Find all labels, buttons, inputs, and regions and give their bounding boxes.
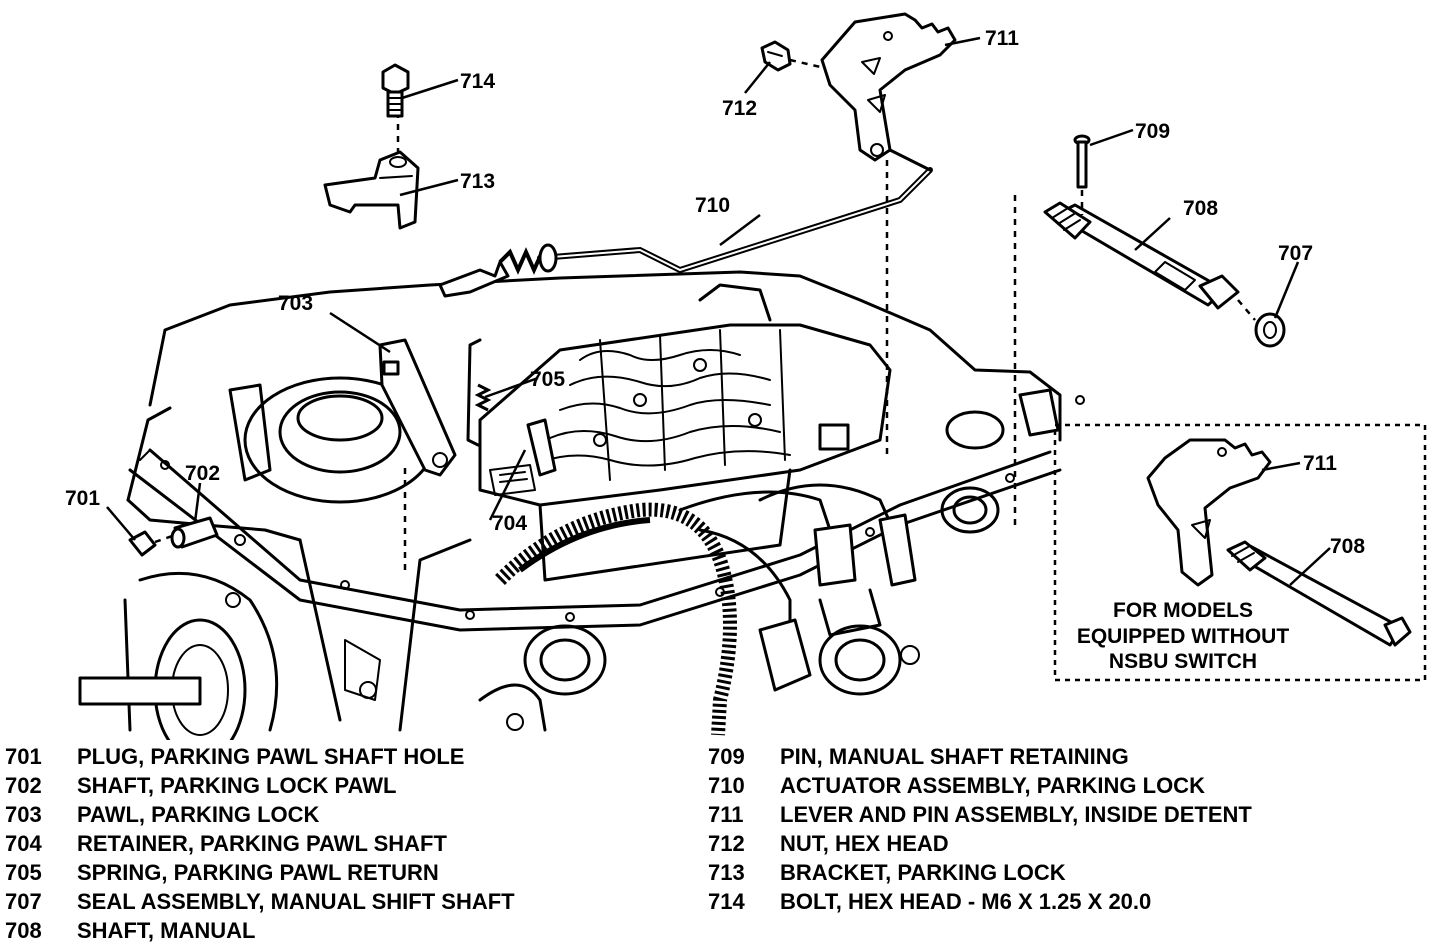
pan-flange: [128, 448, 1062, 632]
hex-head-bolt: [381, 63, 410, 118]
legend-row: 702 SHAFT, PARKING LOCK PAWL: [5, 771, 515, 800]
legend-part-description: SEAL ASSEMBLY, MANUAL SHIFT SHAFT: [77, 889, 515, 914]
legend-row: 707 SEAL ASSEMBLY, MANUAL SHIFT SHAFT: [5, 887, 515, 916]
legend-row: 714 BOLT, HEX HEAD - M6 X 1.25 X 20.0: [708, 887, 1252, 916]
legend-part-number: 702: [5, 773, 42, 798]
legend-part-description: NUT, HEX HEAD: [780, 831, 949, 856]
legend-part-description: PAWL, PARKING LOCK: [77, 802, 320, 827]
legend-part-description: SHAFT, PARKING LOCK PAWL: [77, 773, 397, 798]
legend-row: 703 PAWL, PARKING LOCK: [5, 800, 515, 829]
case-bores: [228, 376, 1085, 696]
pawl-shaft-retainer: [526, 418, 557, 477]
legend-part-description: RETAINER, PARKING PAWL SHAFT: [77, 831, 447, 856]
callout-709: 709: [1135, 120, 1170, 143]
callout-708-main: 708: [1183, 197, 1218, 220]
manual-shift-shaft-seal: [1254, 312, 1286, 348]
legend-row: 709 PIN, MANUAL SHAFT RETAINING: [708, 742, 1252, 771]
transmission-case: [78, 270, 1062, 740]
callout-710: 710: [695, 194, 730, 217]
callout-702: 702: [185, 462, 220, 485]
pawl-return-spring: [466, 338, 492, 447]
legend-part-description: LEVER AND PIN ASSEMBLY, INSIDE DETENT: [780, 802, 1252, 827]
manual-shaft: [1043, 201, 1240, 310]
inset-box: FOR MODELS EQUIPPED WITHOUT NSBU SWITCH: [1053, 423, 1427, 682]
legend-part-number: 704: [5, 831, 42, 856]
legend-part-description: PLUG, PARKING PAWL SHAFT HOLE: [77, 744, 465, 769]
legend-row: 710 ACTUATOR ASSEMBLY, PARKING LOCK: [708, 771, 1252, 800]
callout-714: 714: [460, 70, 495, 93]
legend-part-description: SHAFT, MANUAL: [77, 918, 256, 943]
legend-right-column: 709 PIN, MANUAL SHAFT RETAINING 710 ACTUATO…: [708, 742, 1252, 916]
legend-row: 711 LEVER AND PIN ASSEMBLY, INSIDE DETENT: [708, 800, 1252, 829]
inside-detent-lever: [820, 12, 957, 162]
valve-body: [478, 283, 892, 582]
callout-705: 705: [530, 368, 565, 391]
callout-711-main: 711: [985, 27, 1019, 50]
legend-part-number: 707: [5, 889, 42, 914]
legend-part-number: 712: [708, 831, 745, 856]
inset-note-line-1: FOR MODELS: [1113, 599, 1253, 622]
callout-713: 713: [460, 170, 495, 193]
callout-labels: 701 702 703 704 705 707 708 708 709 710 …: [65, 27, 1365, 558]
callout-707: 707: [1278, 242, 1313, 265]
legend-part-number: 708: [5, 918, 42, 943]
parking-lock-actuator: [438, 146, 933, 298]
legend-row: 704 RETAINER, PARKING PAWL SHAFT: [5, 829, 515, 858]
callout-712: 712: [722, 97, 757, 120]
plug-parking-pawl-shaft-hole: [128, 530, 157, 557]
manual-shaft-retaining-pin: [1073, 134, 1091, 189]
legend-part-description: SPRING, PARKING PAWL RETURN: [77, 860, 439, 885]
legend-part-number: 711: [708, 802, 744, 827]
legend-part-description: BOLT, HEX HEAD - M6 X 1.25 X 20.0: [780, 889, 1152, 914]
legend-part-number: 701: [5, 744, 42, 769]
legend-part-number: 714: [708, 889, 745, 914]
inset-note-line-3: NSBU SWITCH: [1109, 650, 1257, 673]
plug-shaft-alignment-line: [154, 533, 176, 544]
shaft-parking-lock-pawl: [170, 516, 219, 549]
legend-part-number: 703: [5, 802, 42, 827]
legend-part-description: BRACKET, PARKING LOCK: [780, 860, 1066, 885]
legend-part-number: 713: [708, 860, 745, 885]
callout-703: 703: [278, 292, 313, 315]
seal-alignment-line: [1237, 299, 1256, 321]
wiring-harness: [495, 483, 917, 736]
legend-row: 708 SHAFT, MANUAL: [5, 916, 515, 945]
legend-part-number: 709: [708, 744, 745, 769]
parking-lock-bracket: [323, 150, 420, 230]
transmission-exploded-diagram: FOR MODELS EQUIPPED WITHOUT NSBU SWITCH …: [65, 12, 1427, 740]
legend-part-description: ACTUATOR ASSEMBLY, PARKING LOCK: [780, 773, 1205, 798]
inset-note-line-2: EQUIPPED WITHOUT: [1077, 625, 1290, 648]
legend-part-number: 710: [708, 773, 745, 798]
legend-part-description: PIN, MANUAL SHAFT RETAINING: [780, 744, 1129, 769]
nut-alignment-line: [789, 58, 826, 70]
callout-708-inset: 708: [1330, 535, 1365, 558]
callout-711-inset: 711: [1303, 452, 1337, 475]
legend-row: 712 NUT, HEX HEAD: [708, 829, 1252, 858]
parking-pawl: [378, 338, 457, 477]
leader-lines: [106, 36, 1331, 586]
legend-row: 713 BRACKET, PARKING LOCK: [708, 858, 1252, 887]
legend-part-number: 705: [5, 860, 42, 885]
legend-row: 705 SPRING, PARKING PAWL RETURN: [5, 858, 515, 887]
callout-704: 704: [492, 512, 527, 535]
legend-row: 701 PLUG, PARKING PAWL SHAFT HOLE: [5, 742, 515, 771]
callout-701: 701: [65, 487, 100, 510]
